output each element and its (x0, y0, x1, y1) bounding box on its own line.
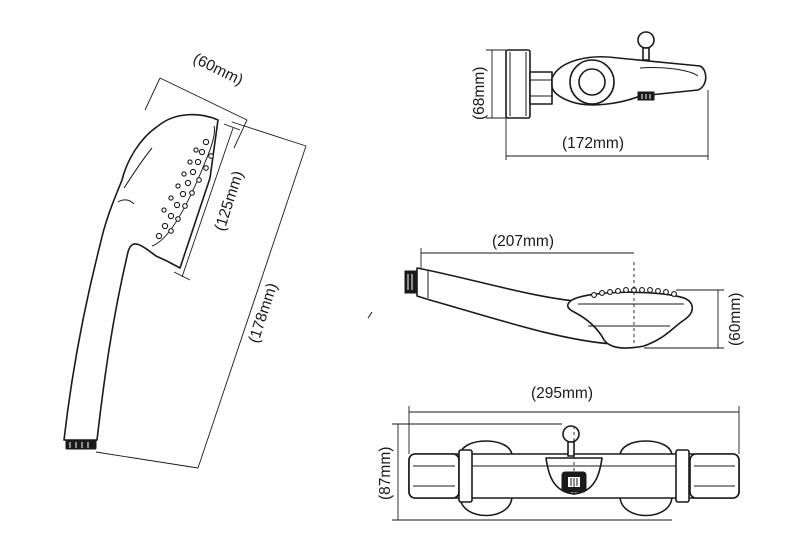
label-side-length: (207mm) (492, 233, 554, 250)
dim-bar-height: (87mm) (377, 423, 672, 521)
label-bar-length: (295mm) (531, 385, 593, 402)
dim-side-height: (60mm) (644, 289, 744, 349)
label-bar-height: (87mm) (377, 447, 394, 500)
label-bracket-height: (68mm) (471, 67, 488, 120)
dim-bar-length: (295mm) (408, 385, 740, 454)
dim-bracket-length: (172mm) (505, 90, 709, 160)
label-handset-length: (178mm) (246, 281, 281, 345)
spray-holes-front (155, 138, 214, 240)
label-side-height: (60mm) (727, 293, 744, 346)
dim-bracket-height: (68mm) (471, 49, 506, 120)
bracket-side-view: (68mm) (172mm) (471, 31, 709, 160)
handset-side-view: (207mm) (60mm) (367, 233, 744, 349)
handset-front-view: (60mm) (125mm) (178mm) (63, 50, 307, 469)
dim-side-length: (207mm) (420, 233, 634, 268)
label-bracket-length: (172mm) (562, 135, 624, 152)
spray-holes-side (591, 287, 677, 298)
label-handset-head-width: (60mm) (190, 50, 245, 89)
bar-valve-front-view: (295mm) (87mm) (377, 385, 740, 521)
label-handset-face-length: (125mm) (212, 169, 247, 233)
